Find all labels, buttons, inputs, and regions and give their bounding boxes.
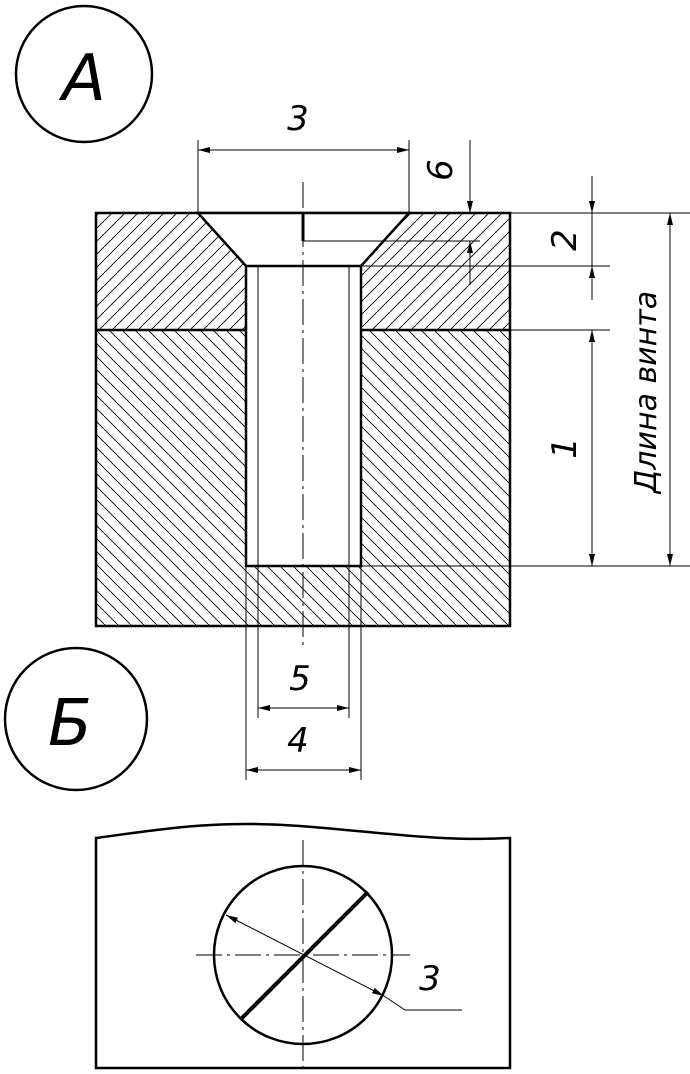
- dim4-label: 4: [287, 721, 309, 761]
- view-b-letter: Б: [48, 687, 92, 761]
- dim3-label: 3: [287, 99, 309, 139]
- view-b-plate: [94, 822, 512, 1070]
- view-b-dim-line: [225, 914, 385, 997]
- lower-plate-left-hatch: [96, 330, 510, 626]
- view-a: А 3 6: [14, 4, 690, 780]
- screw-length-label: Длина винта: [629, 291, 664, 495]
- dim5-label: 5: [289, 659, 311, 699]
- view-b: Б 3: [3, 646, 512, 1070]
- view-a-circle: [14, 4, 154, 144]
- dim1-label: 1: [545, 437, 585, 459]
- upper-plate-left-hatch: [96, 213, 246, 330]
- dim6-label: 6: [421, 159, 461, 181]
- view-b-leader: [383, 995, 462, 1011]
- dim2-label: 2: [545, 229, 585, 251]
- view-a-letter: А: [58, 42, 106, 116]
- view-b-circle: [3, 646, 149, 792]
- view-b-dim-label: 3: [419, 959, 441, 999]
